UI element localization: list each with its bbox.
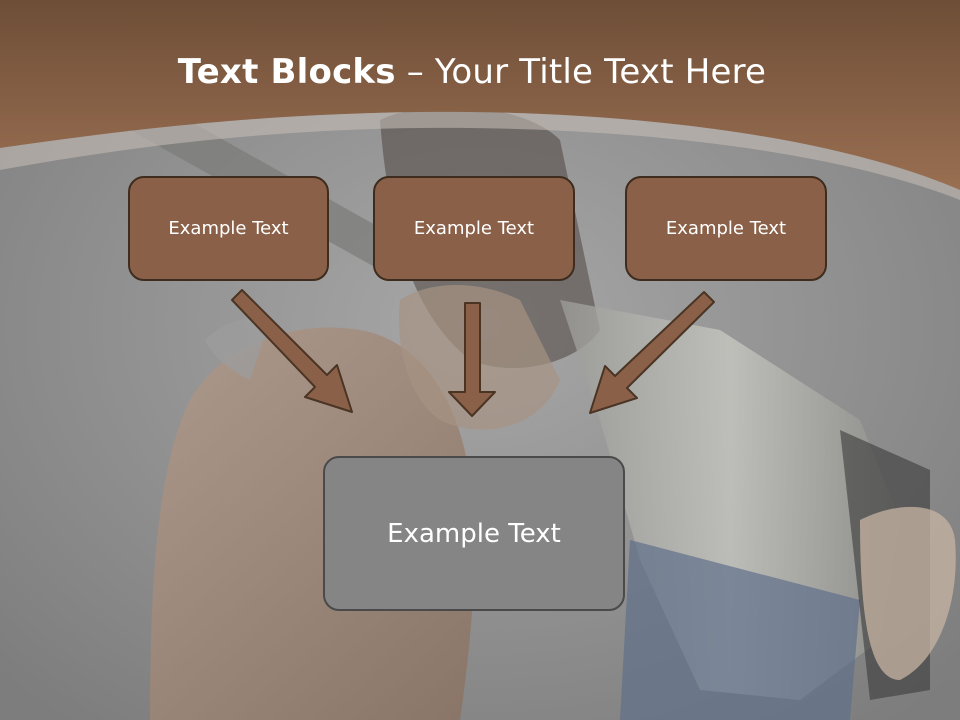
main-text-block[interactable]: Example Text [323, 456, 625, 611]
arrow-down-left-icon [589, 291, 715, 414]
text-block-2-label: Example Text [413, 218, 535, 239]
title-bold: Text Blocks [177, 52, 396, 92]
text-block-1-label: Example Text [168, 218, 289, 239]
title-rest: Your Title Text Here [434, 52, 767, 92]
main-text-block-label: Example Text [387, 518, 561, 549]
arrow-down-right-icon [231, 289, 353, 413]
title-dash: – [395, 52, 435, 92]
text-block-3[interactable]: Example Text [625, 176, 827, 281]
text-block-2[interactable]: Example Text [373, 176, 575, 281]
header-band [0, 0, 960, 200]
text-block-3-label: Example Text [665, 218, 787, 239]
arrow-down-icon [448, 302, 496, 417]
slide-title: Text Blocks – Your Title Text Here [0, 52, 944, 92]
text-block-1[interactable]: Example Text [128, 176, 329, 281]
